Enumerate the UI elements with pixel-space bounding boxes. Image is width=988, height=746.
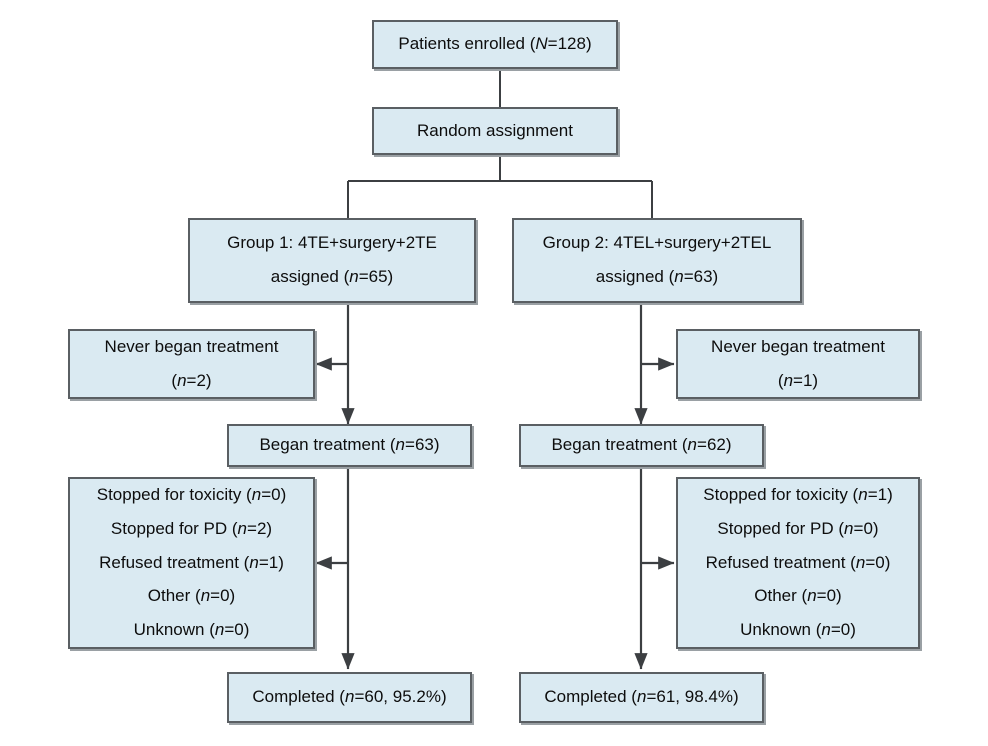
node-group-1[interactable]: Group 1: 4TE+surgery+2TE assigned (n=65) bbox=[188, 218, 476, 303]
node-group-2-line-2: assigned (n=63) bbox=[595, 267, 719, 286]
node-completed-left-label: Completed (n=60, 95.2%) bbox=[252, 687, 447, 707]
discontinued-right-row: Other (n=0) bbox=[754, 586, 842, 606]
node-completed-right[interactable]: Completed (n=61, 98.4%) bbox=[519, 672, 764, 723]
node-never-began-left-line-2: (n=2) bbox=[171, 370, 212, 390]
node-patients-enrolled-label: Patients enrolled (N=128) bbox=[398, 34, 592, 54]
discontinued-left-row: Stopped for PD (n=2) bbox=[110, 518, 273, 538]
discontinued-left-row: Stopped for toxicity (n=0) bbox=[96, 484, 287, 504]
node-group-1-line-1: Group 1: 4TE+surgery+2TE bbox=[227, 233, 437, 253]
node-never-began-treatment-left[interactable]: Never began treatment (n=2) bbox=[68, 329, 315, 399]
discontinued-left-row: Unknown (n=0) bbox=[133, 620, 250, 640]
node-began-treatment-left-label: Began treatment (n=63) bbox=[259, 435, 440, 455]
node-discontinued-left[interactable]: Stopped for toxicity (n=0) Stopped for P… bbox=[68, 477, 315, 649]
node-discontinued-right[interactable]: Stopped for toxicity (n=1) Stopped for P… bbox=[676, 477, 920, 649]
node-random-assignment-label: Random assignment bbox=[417, 120, 573, 140]
node-never-began-left-line-1: Never began treatment bbox=[104, 336, 279, 356]
discontinued-right-row: Refused treatment (n=0) bbox=[705, 552, 891, 572]
discontinued-right-row: Stopped for toxicity (n=1) bbox=[703, 484, 893, 504]
node-never-began-treatment-right[interactable]: Never began treatment (n=1) bbox=[676, 329, 920, 399]
discontinued-right-row: Stopped for PD (n=0) bbox=[717, 518, 879, 538]
discontinued-left-row: Refused treatment (n=1) bbox=[99, 552, 284, 572]
node-group-2[interactable]: Group 2: 4TEL+surgery+2TEL assigned (n=6… bbox=[512, 218, 802, 303]
node-began-treatment-right[interactable]: Began treatment (n=62) bbox=[519, 424, 764, 467]
node-random-assignment[interactable]: Random assignment bbox=[372, 107, 618, 155]
node-completed-right-label: Completed (n=61, 98.4%) bbox=[544, 687, 739, 707]
node-group-2-line-1: Group 2: 4TEL+surgery+2TEL bbox=[542, 233, 772, 253]
node-began-treatment-left[interactable]: Began treatment (n=63) bbox=[227, 424, 472, 467]
node-began-treatment-right-label: Began treatment (n=62) bbox=[551, 435, 732, 455]
node-never-began-right-line-2: (n=1) bbox=[777, 370, 819, 390]
node-completed-left[interactable]: Completed (n=60, 95.2%) bbox=[227, 672, 472, 723]
node-patients-enrolled[interactable]: Patients enrolled (N=128) bbox=[372, 20, 618, 69]
discontinued-left-row: Other (n=0) bbox=[147, 586, 236, 606]
discontinued-right-row: Unknown (n=0) bbox=[740, 620, 856, 640]
node-never-began-right-line-1: Never began treatment bbox=[711, 336, 885, 356]
node-group-1-line-2: assigned (n=65) bbox=[270, 267, 394, 286]
